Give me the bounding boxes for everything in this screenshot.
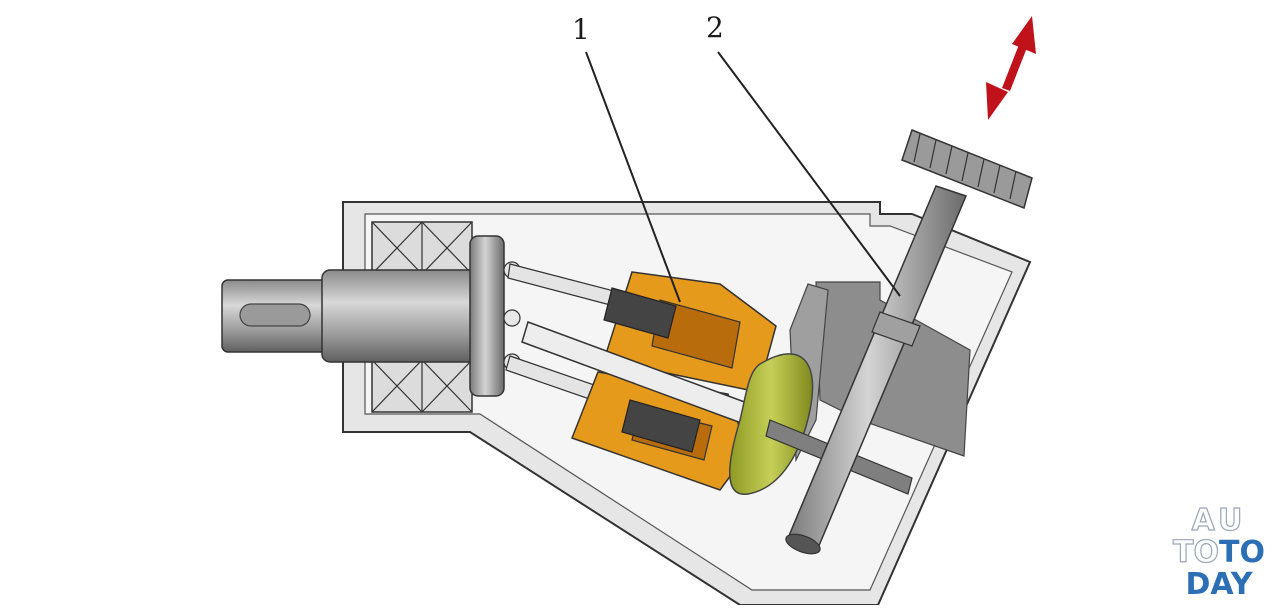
callout-leader-1 (585, 51, 681, 303)
piston (621, 399, 701, 453)
shaft-bearing-upper (371, 221, 473, 275)
drive-shaft (221, 269, 483, 363)
adjusting-knob (901, 129, 1033, 210)
callout-leader-2 (717, 51, 901, 297)
watermark-line-1: AU (1191, 503, 1247, 538)
piston (603, 287, 677, 339)
watermark-to-outline: TO (1172, 535, 1219, 570)
watermark-logo: AU TOTO DAY (1164, 503, 1274, 602)
adjusting-rod-end (785, 533, 821, 555)
watermark-line-3: DAY (1185, 567, 1253, 602)
shaft-bearing-lower (371, 359, 473, 413)
callout-label-2: 2 (706, 11, 724, 44)
callout-label-1: 1 (572, 13, 590, 46)
watermark-line-2: TOTO (1164, 535, 1274, 570)
rod-ball-joint (503, 309, 521, 327)
adjustment-double-arrow-icon (986, 16, 1036, 120)
drive-flange (469, 235, 505, 397)
watermark-to-solid: TO (1219, 535, 1265, 570)
adjusting-rod-collar (871, 311, 921, 347)
